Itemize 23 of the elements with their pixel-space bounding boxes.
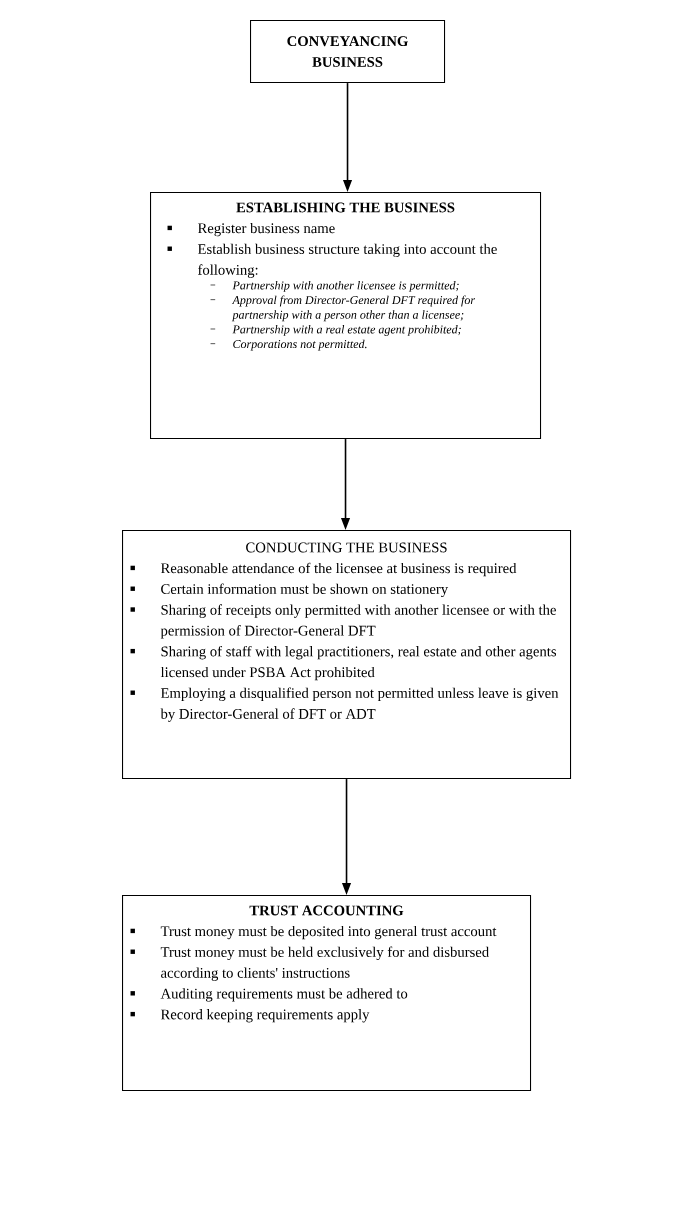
box-title: CONVEYANCING BUSINESS xyxy=(287,36,408,67)
list-item: Auditing requirements must be adhered to xyxy=(160,988,408,1002)
sub-item: Partnership with a real estate agent prohibited; xyxy=(232,325,461,336)
box-heading: CONDUCTING THE BUSINESS xyxy=(246,542,447,553)
list-item: Certain information must be shown on stationery xyxy=(161,583,449,597)
sub-item: Corporations not permitted. xyxy=(233,339,367,351)
list-item: Establish business structure taking into account the following: xyxy=(197,243,497,278)
box-heading: TRUST ACCOUNTING xyxy=(249,905,404,916)
box-heading: ESTABLISHING THE BUSINESS xyxy=(236,202,455,213)
list-item: Trust money must be held exclusively for and disbursed according to clients' instructions xyxy=(160,946,489,981)
text-box xyxy=(250,20,446,84)
text-box xyxy=(150,192,542,440)
list-item: Register business name xyxy=(197,222,335,237)
list-item: Reasonable attendance of the licensee at business is required xyxy=(160,562,517,577)
list-item: Sharing of receipts only permitted with another licensee or with the permission of Director-General DFT xyxy=(160,604,556,639)
sub-item: Partnership with another licensee is permitted; xyxy=(232,281,459,292)
sub-item: Approval from Director-General DFT required for partnership with a person other than a licensee; xyxy=(231,295,476,322)
list-item: Sharing of staff with legal practitioners, real estate and other agents licensed under PSBA Act prohibited xyxy=(160,645,557,681)
list-item: Employing a disqualified person not permitted unless leave is given by Director-General of DFT or ADT xyxy=(160,687,559,722)
text-box xyxy=(122,530,572,780)
list-item: Trust money must be deposited into general trust account xyxy=(160,925,497,940)
list-item: Record keeping requirements apply xyxy=(160,1009,370,1023)
text-box xyxy=(122,895,532,1092)
